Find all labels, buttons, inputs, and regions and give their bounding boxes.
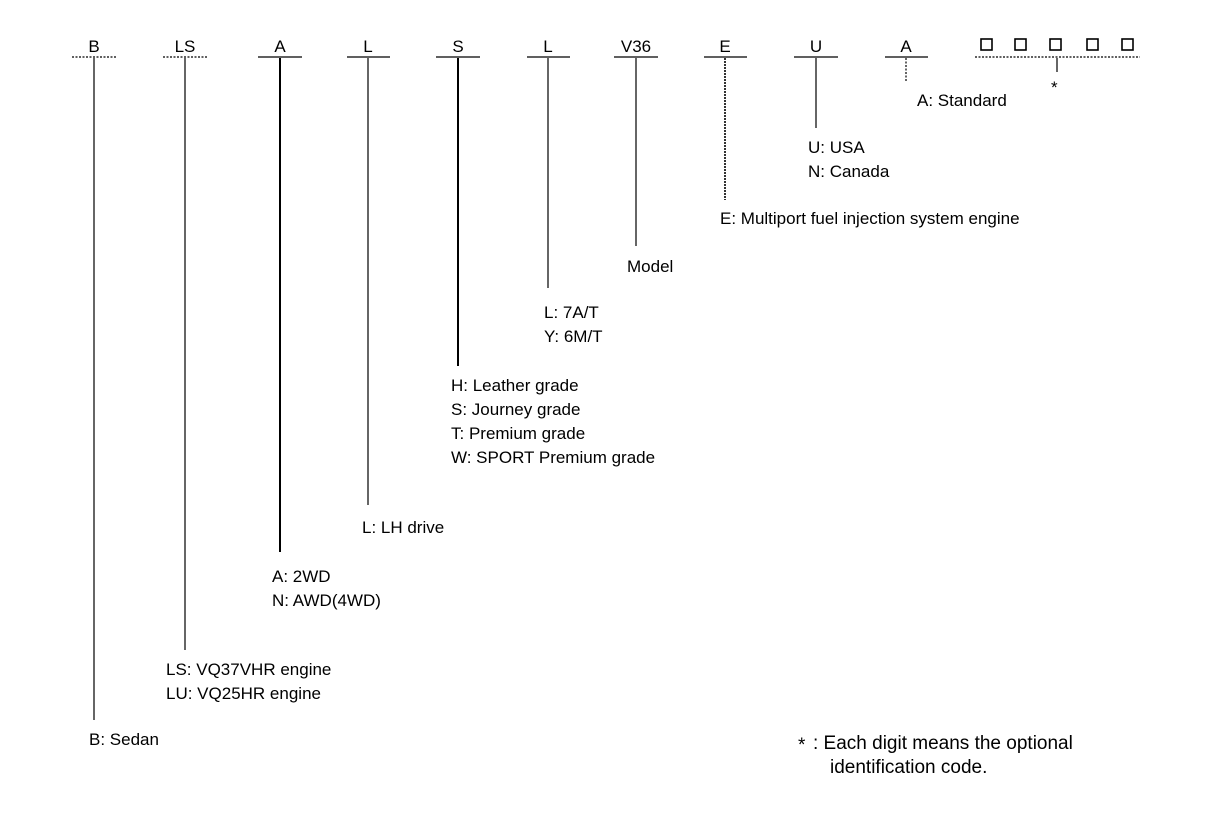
- descriptions: A: Standard U: USA N: Canada E: Multipor…: [89, 91, 1020, 749]
- optional-box: [1014, 38, 1027, 51]
- code-letter-drive: A: [274, 37, 286, 56]
- desc-destination-line: N: Canada: [808, 162, 890, 181]
- desc-drive-line: A: 2WD: [272, 567, 331, 586]
- desc-engine-type-line: E: Multiport fuel injection system engin…: [720, 209, 1020, 228]
- desc-grade-line: S: Journey grade: [451, 400, 580, 419]
- optional-code-boxes: [980, 38, 1134, 51]
- code-letter-grade: S: [452, 37, 463, 56]
- leader-lines: [93, 58, 1058, 720]
- code-letter-spec: A: [900, 37, 912, 56]
- code-letter-steering: L: [363, 37, 372, 56]
- optional-asterisk: *: [1051, 78, 1058, 97]
- desc-engine-line: LU: VQ25HR engine: [166, 684, 321, 703]
- code-letter-destination: U: [810, 37, 822, 56]
- optional-box: [980, 38, 993, 51]
- desc-model-line: Model: [627, 257, 673, 276]
- footnote-line: identification code.: [830, 757, 987, 778]
- desc-steering-line: L: LH drive: [362, 518, 444, 537]
- footnote-line: : Each digit means the optional: [813, 733, 1073, 754]
- footnote: * : Each digit means the optional identi…: [798, 733, 1073, 778]
- desc-drive-line: N: AWD(4WD): [272, 591, 381, 610]
- desc-destination-line: U: USA: [808, 138, 865, 157]
- desc-grade-line: W: SPORT Premium grade: [451, 448, 655, 467]
- optional-box: [1049, 38, 1062, 51]
- optional-box: [1121, 38, 1134, 51]
- desc-transmission-line: Y: 6M/T: [544, 327, 603, 346]
- code-letter-transmission: L: [543, 37, 552, 56]
- footnote-asterisk: *: [798, 735, 806, 756]
- desc-grade-line: H: Leather grade: [451, 376, 579, 395]
- optional-box: [1086, 38, 1099, 51]
- desc-engine-line: LS: VQ37VHR engine: [166, 660, 331, 679]
- desc-body-line: B: Sedan: [89, 730, 159, 749]
- code-letters: B LS A L S L V36 E U A: [88, 37, 912, 56]
- desc-grade-line: T: Premium grade: [451, 424, 585, 443]
- code-letter-body: B: [88, 37, 99, 56]
- code-letter-engine: LS: [175, 37, 196, 56]
- code-letter-engine-type: E: [719, 37, 730, 56]
- code-letter-model: V36: [621, 37, 651, 56]
- desc-transmission-line: L: 7A/T: [544, 303, 599, 322]
- desc-spec-line: A: Standard: [917, 91, 1007, 110]
